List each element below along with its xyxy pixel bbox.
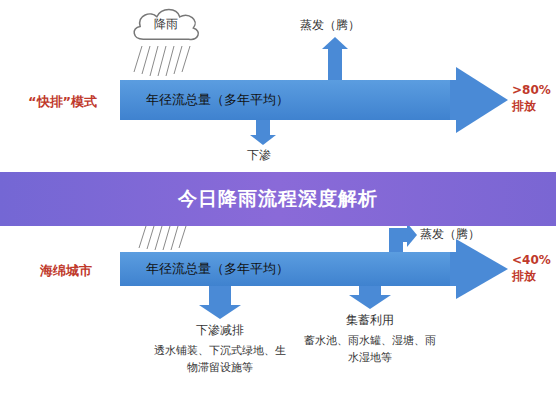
node-heading: 集蓄利用	[302, 312, 438, 329]
arrow-shaft	[396, 235, 407, 253]
flow-arrow	[349, 285, 391, 309]
node-heading: 蒸发（腾）	[420, 227, 480, 241]
arrow-head	[250, 135, 276, 145]
flow-arrow	[250, 119, 276, 145]
arrow-shaft	[256, 119, 270, 135]
runoff-band: 年径流总量（多年平均）	[120, 80, 450, 120]
node-heading: >80% 排放	[512, 83, 551, 113]
cloud-path	[134, 10, 198, 40]
arrow-head	[322, 37, 348, 49]
node-heading: 年径流总量（多年平均）	[146, 92, 289, 109]
node-heading: 年径流总量（多年平均）	[146, 261, 289, 278]
arrow-head	[199, 305, 241, 319]
arrow-shaft	[449, 252, 456, 286]
measure-group: 下渗减排透水铺装、下沉式绿地、生物滞留设施等	[152, 322, 288, 382]
flow-arrow	[322, 37, 348, 81]
node-heading: 蒸发（腾）	[300, 18, 360, 32]
runoff-band: 年径流总量（多年平均）	[120, 252, 450, 286]
discharge-target: >80% 排放	[512, 82, 552, 122]
node-heading: 下渗减排	[152, 322, 288, 339]
flow-target: 蒸发（腾）	[420, 227, 490, 243]
rain-cloud: 降雨	[128, 4, 204, 44]
node-heading: 降雨	[154, 16, 178, 33]
arrow-shaft	[209, 285, 231, 305]
title-banner: 今日降雨流程深度解析	[0, 172, 556, 226]
flow-target: 下渗	[247, 148, 279, 164]
arrow-shaft	[359, 285, 381, 295]
arrow-head	[456, 67, 508, 133]
node-heading: 下渗	[247, 148, 271, 162]
arrow-head	[456, 239, 508, 299]
arrow-shaft	[328, 49, 342, 81]
flow-arrow	[396, 223, 417, 253]
flow-arrow	[449, 239, 508, 299]
measure-group: 集蓄利用蓄水池、雨水罐、湿塘、雨水湿地等	[302, 312, 438, 372]
node-body: 透水铺装、下沉式绿地、生物滞留设施等	[152, 342, 288, 376]
flow-arrow	[449, 67, 508, 133]
mode-label: 海绵城市	[40, 262, 92, 280]
discharge-target: <40% 排放	[512, 252, 552, 292]
node-body: 蓄水池、雨水罐、湿塘、雨水湿地等	[302, 332, 438, 366]
diagram-title: 今日降雨流程深度解析	[178, 186, 378, 212]
mode-label: “快排”模式	[28, 93, 97, 111]
flow-arrow	[199, 285, 241, 319]
arrow-head	[407, 223, 417, 247]
arrow-head	[349, 295, 391, 309]
flow-target: 蒸发（腾）	[300, 18, 370, 34]
node-heading: <40% 排放	[512, 253, 551, 283]
arrow-shaft	[449, 80, 456, 120]
